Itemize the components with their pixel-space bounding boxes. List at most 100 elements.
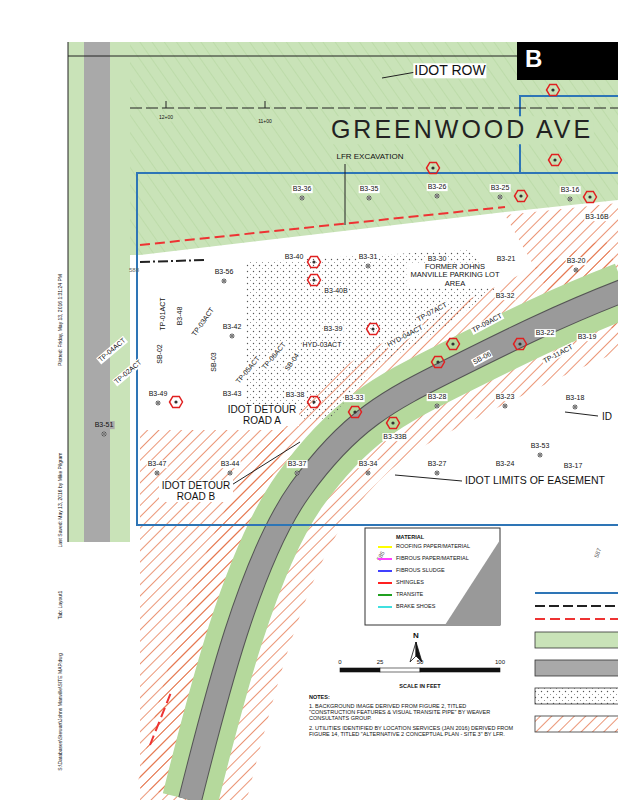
boring-id: B3-51 bbox=[94, 421, 115, 429]
boring-circle bbox=[366, 264, 370, 268]
boring-id: B3-16B bbox=[584, 213, 609, 221]
legend-row: TRANSITE bbox=[378, 591, 423, 597]
boring-symbol bbox=[295, 471, 299, 475]
road-label: ID bbox=[601, 411, 613, 422]
scale-number: 100 bbox=[494, 659, 506, 666]
boring-symbol bbox=[230, 334, 234, 338]
boring-id: B3-35 bbox=[359, 185, 380, 193]
soil-boring-id: SB-03 bbox=[210, 351, 218, 372]
street-name: GREENWOOD AVE bbox=[330, 116, 594, 144]
boring-id: B3-33 bbox=[344, 394, 365, 402]
boring-symbol bbox=[228, 471, 232, 475]
boring-symbol bbox=[435, 194, 439, 198]
scale-caption: SCALE IN FEET bbox=[398, 683, 441, 689]
boring-id: B3-24 bbox=[495, 460, 516, 468]
boring-cross bbox=[103, 433, 106, 436]
plot-info: Plotted: Friday, May 13, 2016 1:31:24 PM bbox=[58, 273, 64, 367]
legend-swatch bbox=[378, 546, 392, 548]
boring-symbol bbox=[503, 404, 507, 408]
sample-hexagon bbox=[427, 162, 440, 173]
station-label: 11+00 bbox=[257, 119, 273, 125]
sample-dot bbox=[391, 421, 394, 424]
left-road bbox=[84, 42, 110, 542]
boring-symbols bbox=[102, 194, 578, 475]
legend-row: ROOFING PAPER/MATERIAL bbox=[378, 543, 470, 549]
detour-road bbox=[190, 290, 618, 800]
sample-dot bbox=[451, 342, 454, 345]
legend-text: FIBROUS PAPER/MATERIAL bbox=[396, 555, 469, 561]
boring-symbol bbox=[568, 197, 572, 201]
leader-line bbox=[345, 164, 346, 225]
legend-sample bbox=[535, 632, 618, 648]
station-label: 12+00 bbox=[158, 115, 174, 121]
legend-swatch bbox=[378, 570, 392, 572]
boring-symbol bbox=[102, 432, 106, 436]
contour-label: 588 bbox=[128, 267, 140, 274]
boring-cross bbox=[539, 454, 542, 457]
north-arrow bbox=[410, 642, 416, 662]
boring-cross bbox=[367, 472, 370, 475]
test-pit-id: TP-01ACT bbox=[159, 296, 167, 331]
sample-dot bbox=[174, 400, 177, 403]
boring-id: B3-43 bbox=[222, 390, 243, 398]
boring-symbol bbox=[538, 453, 542, 457]
legend-title: MATERIAL bbox=[395, 534, 425, 540]
boring-cross bbox=[223, 280, 226, 283]
boring-cross bbox=[436, 472, 439, 475]
legend-sample bbox=[535, 716, 618, 732]
boring-symbol bbox=[366, 264, 370, 268]
legend-swatch bbox=[378, 594, 392, 596]
sample-dot bbox=[518, 342, 521, 345]
area-label: FORMER JOHNS MANVILLE PARKING LOT AREA bbox=[407, 263, 504, 288]
site-boundary bbox=[137, 173, 618, 525]
sample-hexagon bbox=[447, 338, 460, 349]
easement-label: IDOT LIMITS OF EASEMENT bbox=[464, 475, 606, 487]
boring-id: B3-49 bbox=[148, 390, 169, 398]
boring-id: B3-47 bbox=[147, 460, 168, 468]
utility-line bbox=[140, 260, 205, 262]
boring-id: B3-42 bbox=[222, 323, 243, 331]
road-line bbox=[130, 108, 618, 109]
sample-dot bbox=[431, 166, 434, 169]
boring-symbol bbox=[222, 279, 226, 283]
boring-cross bbox=[231, 335, 234, 338]
legend-text: TRANSITE bbox=[396, 591, 423, 597]
boring-id: B3-18 bbox=[565, 394, 586, 402]
file-path: S:\Databases\Stewart\Johns Manville\SITE… bbox=[58, 652, 64, 771]
boring-id: B3-38 bbox=[285, 391, 306, 399]
boring-symbol bbox=[573, 405, 577, 409]
road-label: IDOT DETOUR ROAD A bbox=[225, 404, 299, 426]
boring-cross bbox=[499, 196, 502, 199]
plot-info: Tab: Layout1 bbox=[58, 590, 64, 621]
sample-hexagon bbox=[549, 154, 562, 165]
boring-circle bbox=[574, 268, 578, 272]
legend-sample bbox=[535, 605, 618, 607]
sample-dot bbox=[551, 88, 554, 91]
boring-circle bbox=[498, 195, 502, 199]
sample-hexagon bbox=[349, 406, 362, 417]
boring-id: B3-26 bbox=[427, 183, 448, 191]
boring-cross bbox=[569, 198, 572, 201]
boring-id: B3-28 bbox=[427, 393, 448, 401]
boring-cross bbox=[574, 406, 577, 409]
boring-cross bbox=[504, 405, 507, 408]
boring-circle bbox=[300, 196, 304, 200]
boring-id: B3-39 bbox=[323, 325, 344, 333]
north-label: N bbox=[412, 632, 420, 641]
legend-sample bbox=[535, 618, 618, 620]
legend-swatch bbox=[378, 582, 392, 584]
boring-id: B3-44 bbox=[220, 460, 241, 468]
boring-cross bbox=[156, 472, 159, 475]
sample-hexagon bbox=[432, 356, 445, 367]
sample-hexagon bbox=[387, 417, 400, 428]
legend-text: BRAKE SHOES bbox=[396, 603, 435, 609]
frame-line bbox=[68, 42, 69, 542]
sample-hexagon bbox=[308, 274, 321, 285]
sample-hexagon bbox=[547, 84, 560, 95]
legend-row: FIBROUS SLUDGE bbox=[378, 567, 445, 573]
sample-hexagon bbox=[308, 256, 321, 267]
sample-dot bbox=[519, 194, 522, 197]
leader-line bbox=[382, 72, 416, 78]
boring-id: B3-40 bbox=[284, 253, 305, 261]
